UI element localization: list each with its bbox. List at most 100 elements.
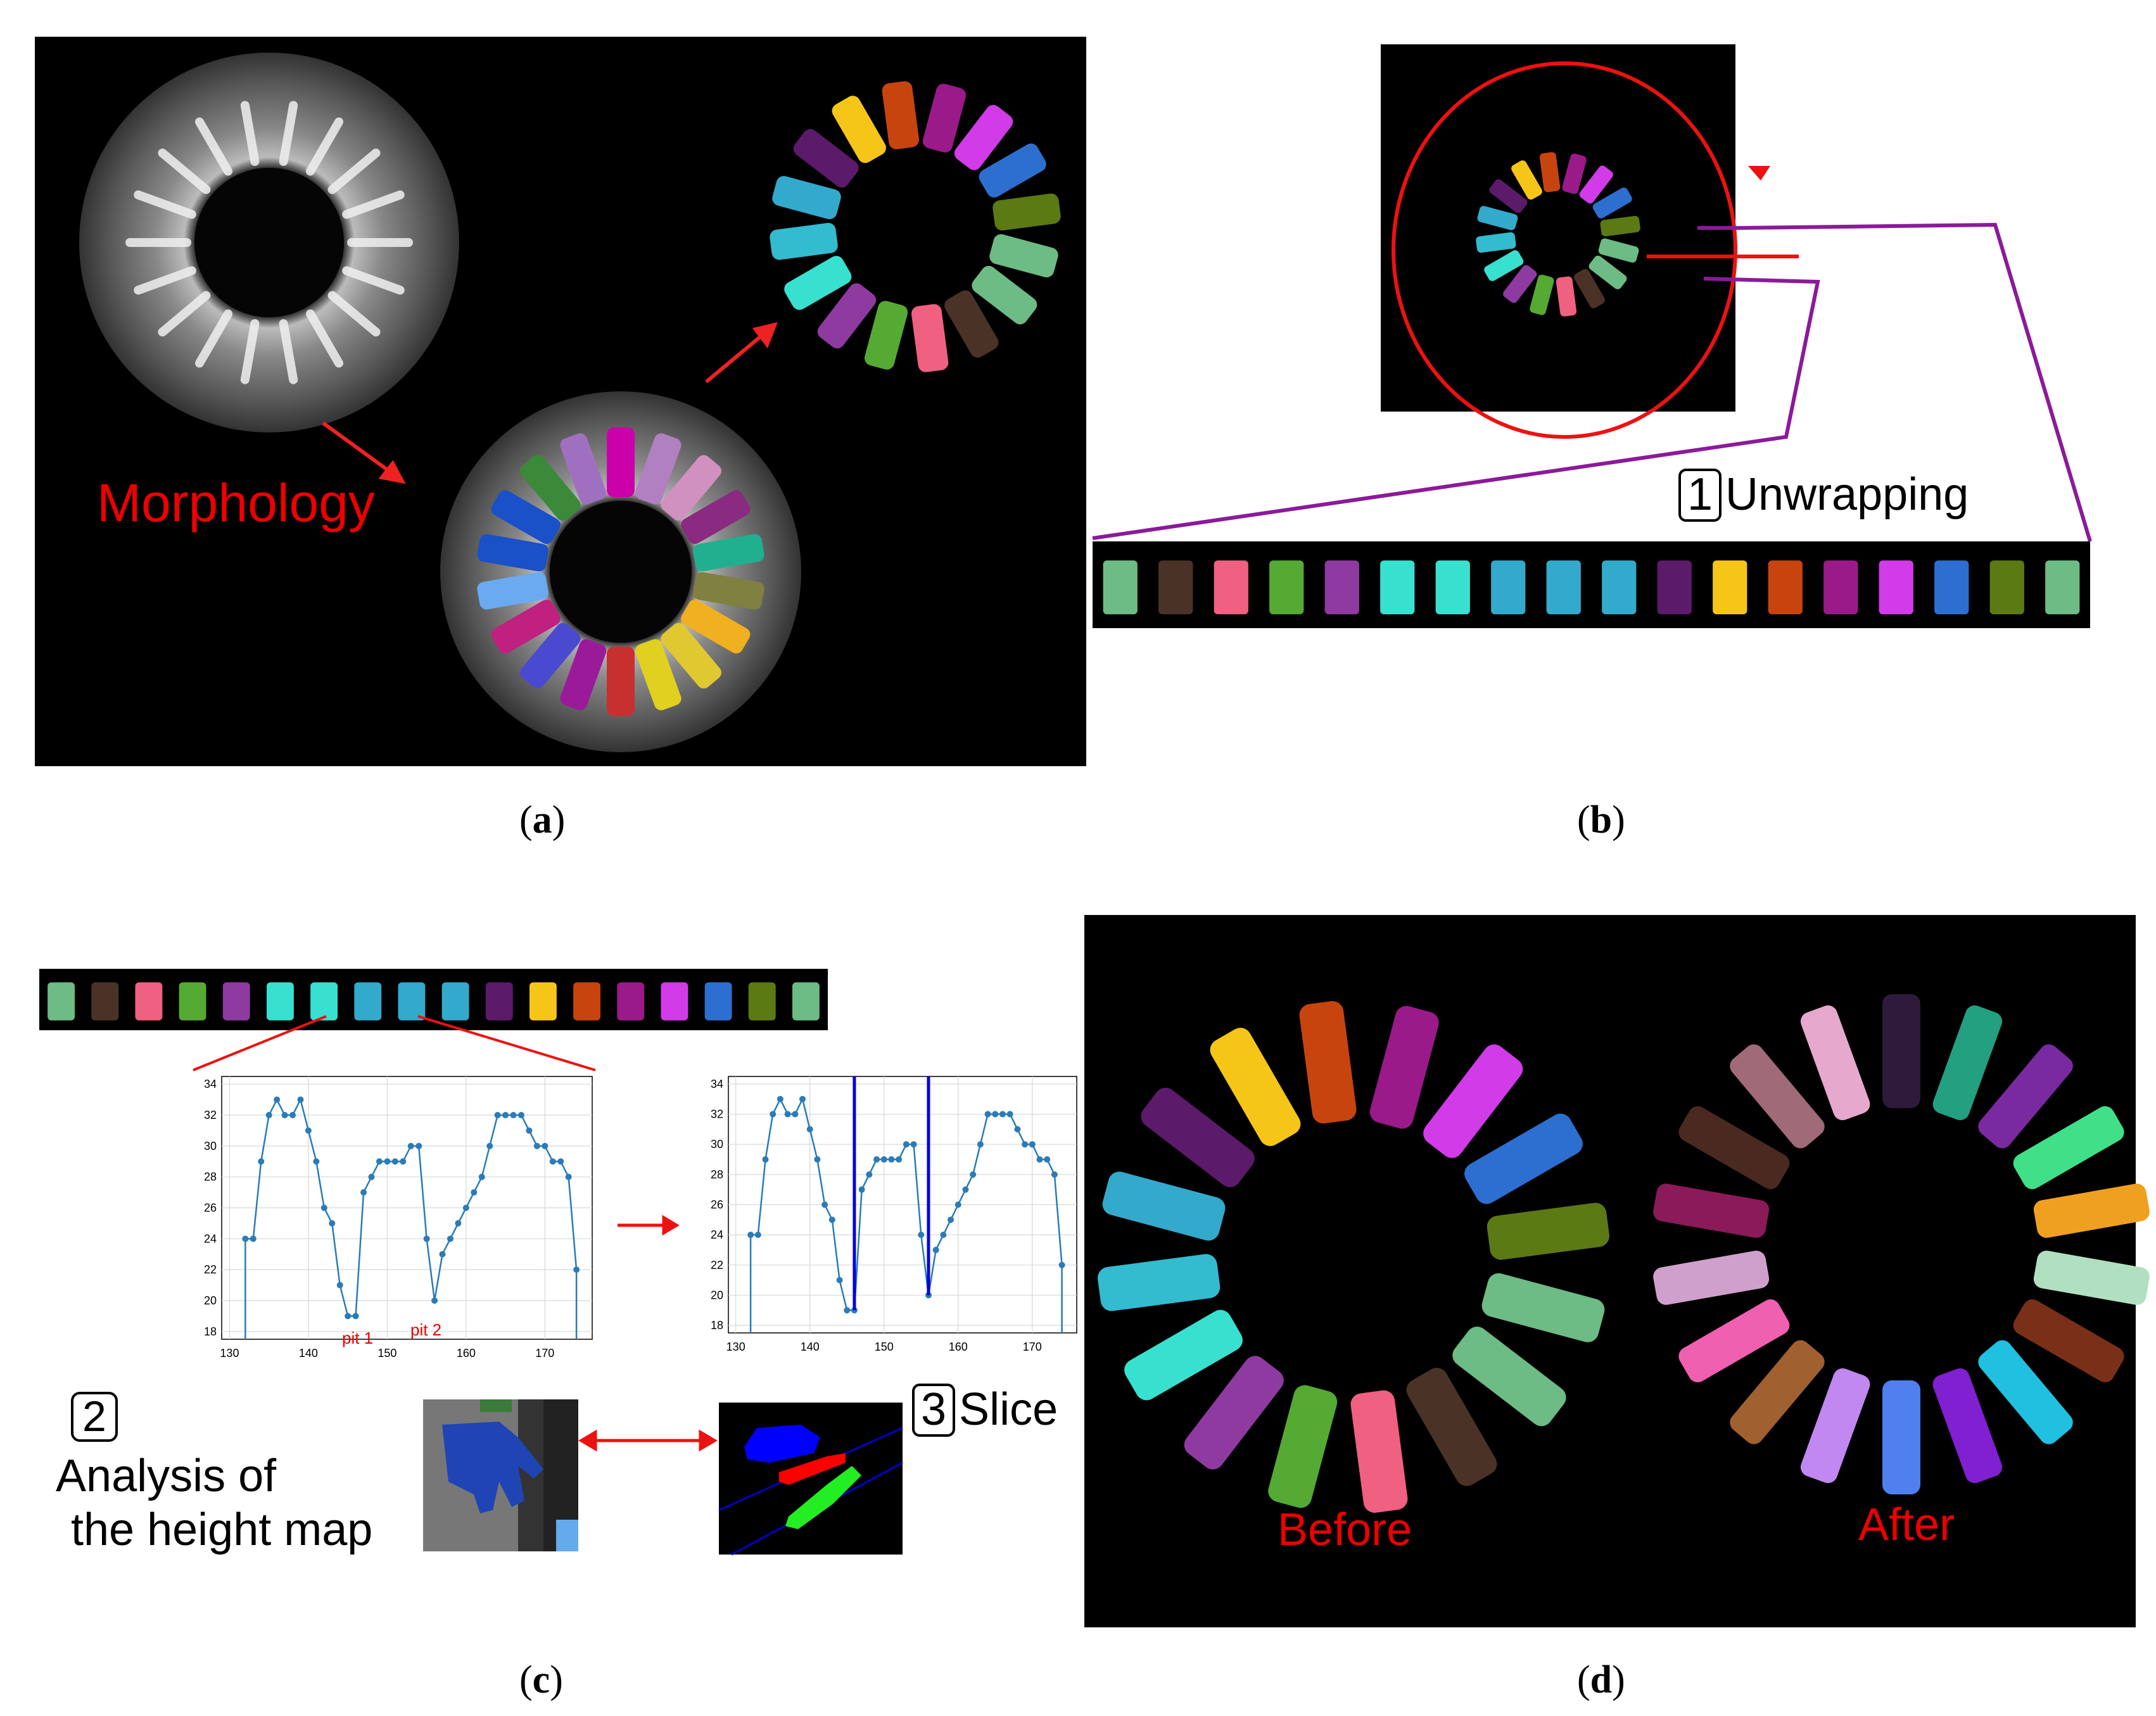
data-point	[806, 1126, 813, 1133]
tooth-segment	[1511, 160, 1542, 200]
strip-segment	[135, 982, 163, 1021]
tooth-segment	[1530, 274, 1554, 315]
y-tick-label: 20	[204, 1294, 217, 1307]
y-tick-label: 34	[204, 1078, 217, 1090]
data-point	[999, 1111, 1006, 1118]
x-tick-label: 150	[875, 1341, 894, 1353]
data-point	[903, 1141, 910, 1148]
data-point	[814, 1156, 821, 1163]
tooth-segment	[1124, 1309, 1243, 1401]
step-2-label-line2: the height map	[71, 1505, 373, 1555]
data-point	[888, 1156, 895, 1163]
x-tick-label: 160	[949, 1341, 968, 1353]
spoke	[240, 319, 260, 384]
spoke	[134, 190, 196, 219]
crop-zoom-image	[423, 1399, 578, 1551]
after-label: After	[1858, 1499, 1955, 1550]
data-point	[992, 1111, 999, 1118]
tooth-segment	[1588, 255, 1627, 289]
tooth-segment	[1978, 1044, 2073, 1149]
data-point	[415, 1142, 422, 1149]
y-tick-label: 26	[204, 1202, 217, 1214]
data-point	[352, 1313, 359, 1320]
y-tick-label: 22	[711, 1259, 723, 1271]
tooth-segment	[1484, 250, 1524, 281]
data-point	[565, 1173, 572, 1180]
data-point	[962, 1186, 969, 1193]
data-point	[747, 1232, 754, 1239]
step-2-label-line1: Analysis of	[56, 1451, 277, 1501]
tooth-segment	[477, 534, 549, 572]
x-tick-label: 130	[220, 1347, 239, 1360]
strip-segment	[1602, 560, 1637, 615]
spoke	[342, 266, 405, 295]
strip-segment	[1989, 560, 2024, 615]
tooth-segment	[560, 433, 607, 505]
data-point	[970, 1171, 977, 1178]
data-point	[557, 1158, 564, 1165]
data-point	[329, 1220, 336, 1227]
tooth-segment	[1932, 1005, 2003, 1121]
tooth-segment	[2033, 1251, 2150, 1305]
strip-segment	[792, 982, 820, 1021]
strip-segment	[1657, 560, 1692, 615]
tooth-segment	[989, 234, 1058, 278]
morphology-ring	[440, 391, 801, 752]
tooth-segment	[1350, 1390, 1408, 1513]
tooth-segment	[661, 455, 721, 521]
caption-c: (c)	[519, 1658, 563, 1701]
spoke	[158, 291, 211, 337]
data-point	[242, 1235, 249, 1242]
spoke	[134, 266, 196, 295]
y-tick-label: 30	[204, 1140, 217, 1152]
caption-b: (b)	[1577, 798, 1625, 842]
before-label: Before	[1278, 1505, 1412, 1555]
tooth-segment	[1210, 1028, 1301, 1146]
x-tick-label: 170	[1023, 1341, 1042, 1353]
strip-segment	[1214, 560, 1248, 615]
tooth-segment	[1556, 276, 1577, 317]
data-point	[274, 1096, 281, 1103]
data-point	[400, 1158, 407, 1165]
tooth-segment	[1730, 1340, 1825, 1444]
after-ring	[1653, 994, 2150, 1494]
panel-b-image	[1381, 44, 1735, 412]
x-tick-label: 150	[377, 1347, 396, 1360]
tooth-segment	[661, 622, 721, 689]
tooth-segment	[1592, 187, 1632, 218]
tooth-segment	[922, 84, 967, 153]
tooth-segment	[2013, 1106, 2124, 1189]
strip-segment	[1768, 560, 1803, 615]
tooth-segment	[793, 129, 859, 188]
tooth-segment	[520, 455, 581, 521]
y-tick-label: 24	[711, 1228, 723, 1241]
tooth-segment	[911, 304, 949, 372]
tooth-segment	[1562, 153, 1587, 194]
data-point	[777, 1095, 783, 1102]
data-point	[1022, 1141, 1029, 1148]
pit-1-label: pit 1	[342, 1328, 374, 1347]
strip-segment	[529, 982, 557, 1021]
data-point	[447, 1235, 453, 1242]
data-point	[517, 1112, 524, 1119]
x-tick-label: 170	[535, 1347, 554, 1360]
data-point	[360, 1189, 367, 1196]
tooth-segment	[992, 193, 1061, 231]
strip-segment	[485, 982, 513, 1021]
data-point	[1006, 1111, 1013, 1118]
tooth-segment	[1600, 215, 1640, 237]
data-point	[573, 1266, 580, 1273]
tooth-segment	[560, 639, 607, 710]
data-point	[784, 1111, 791, 1118]
tooth-segment	[1932, 1368, 2003, 1484]
tooth-segment	[1882, 1380, 1920, 1494]
tooth-segment	[1141, 1087, 1255, 1187]
y-tick-label: 28	[711, 1168, 723, 1181]
tooth-segment	[1369, 1006, 1439, 1129]
data-point	[977, 1141, 984, 1148]
data-point	[391, 1158, 398, 1165]
data-point	[305, 1127, 312, 1134]
tooth-segment	[1476, 232, 1516, 253]
tooth-segment	[1800, 1005, 1870, 1121]
